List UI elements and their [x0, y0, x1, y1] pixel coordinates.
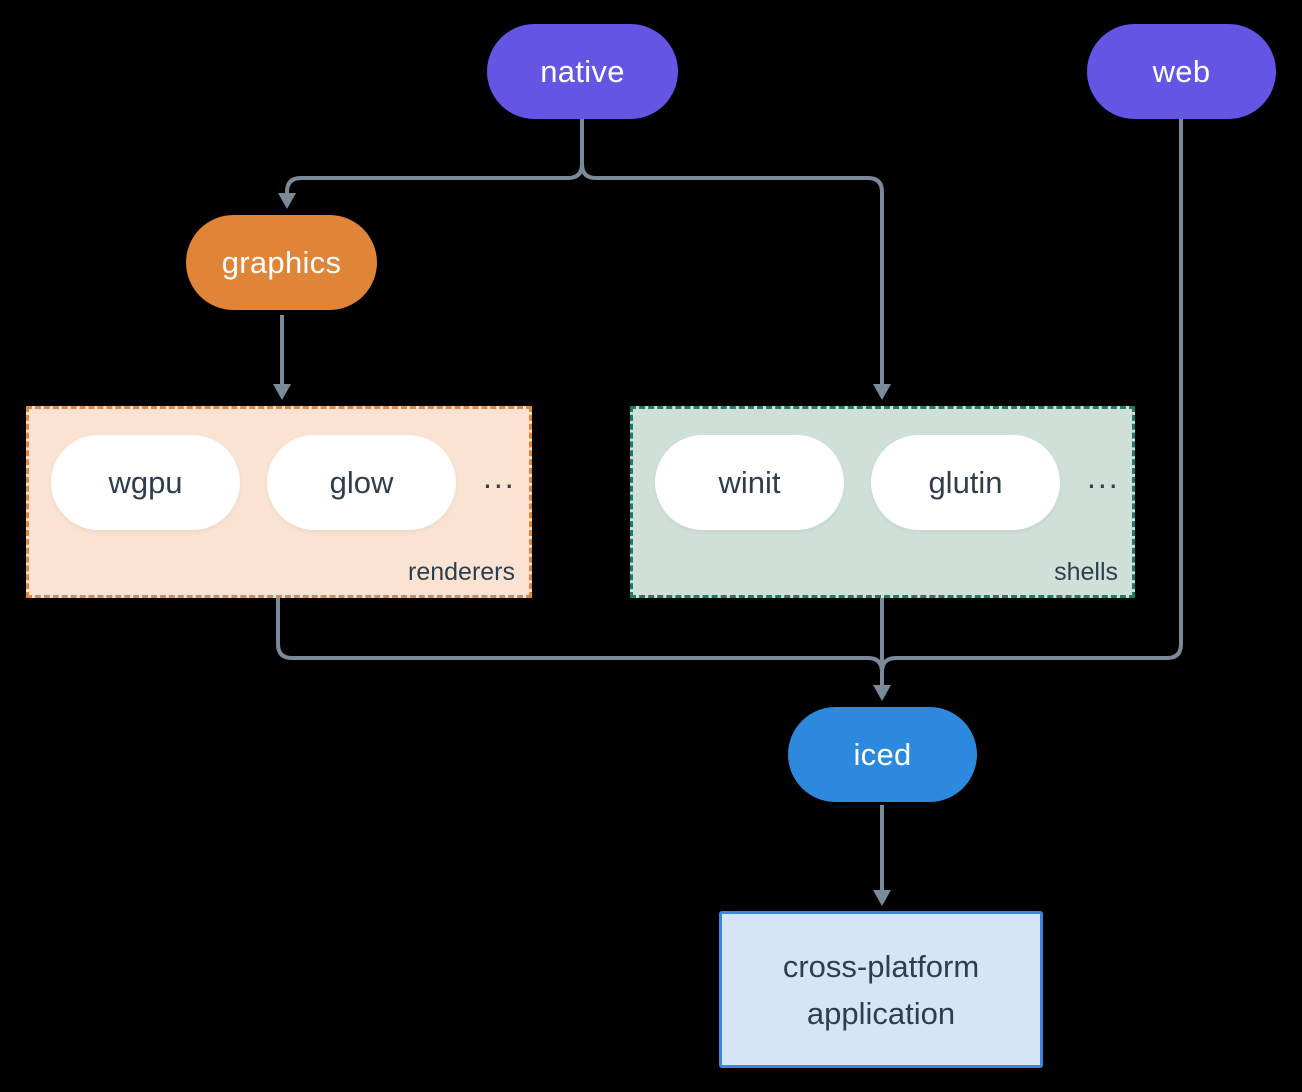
arrowhead-shells: [873, 384, 891, 400]
arrowhead-iced: [873, 685, 891, 701]
edge-native-graphics: [285, 118, 584, 195]
node-web: web: [1087, 24, 1276, 119]
node-winit-label: winit: [718, 464, 781, 500]
arrowhead-graphics: [278, 193, 296, 209]
node-glow: glow: [267, 435, 456, 530]
node-web-label: web: [1152, 53, 1211, 89]
node-glutin: glutin: [871, 435, 1060, 530]
node-graphics-label: graphics: [221, 244, 342, 280]
node-iced: iced: [788, 707, 977, 802]
node-application: cross-platform application: [719, 911, 1043, 1068]
renderers-group-label: renderers: [408, 558, 515, 586]
node-iced-label: iced: [853, 736, 912, 772]
node-graphics: graphics: [186, 215, 377, 310]
node-glutin-label: glutin: [928, 464, 1003, 500]
node-winit: winit: [655, 435, 844, 530]
renderers-row: wgpu glow ...: [51, 435, 516, 530]
arrowhead-application: [873, 890, 891, 906]
node-application-label: cross-platform application: [782, 948, 980, 1031]
shells-ellipsis: ...: [1087, 459, 1120, 495]
edge-renderers-iced: [276, 598, 884, 673]
renderers-ellipsis: ...: [483, 459, 516, 495]
shells-group-label: shells: [1054, 558, 1118, 586]
arrowhead-renderers: [273, 384, 291, 400]
node-wgpu-label: wgpu: [108, 464, 183, 500]
shells-row: winit glutin ...: [655, 435, 1120, 530]
node-wgpu: wgpu: [51, 435, 240, 530]
node-native: native: [487, 24, 678, 119]
edge-native-shells: [580, 118, 884, 386]
node-glow-label: glow: [329, 464, 394, 500]
group-shells: winit glutin ... shells: [630, 406, 1135, 598]
group-renderers: wgpu glow ... renderers: [26, 406, 532, 598]
node-native-label: native: [540, 53, 625, 89]
